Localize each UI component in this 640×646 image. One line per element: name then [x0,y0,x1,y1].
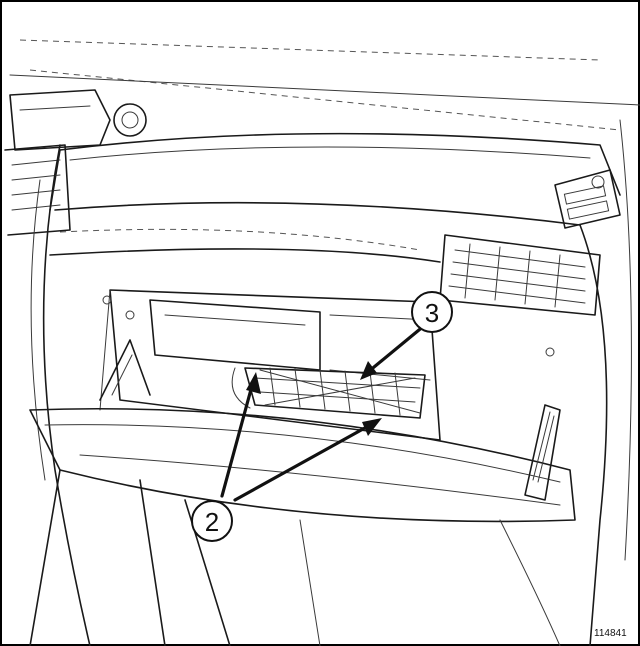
callout-3-label: 3 [425,298,439,328]
instrument-cluster [9,89,147,151]
centre-air-vent [439,234,601,316]
windscreen-edge [9,39,640,131]
right-hinge-strut [524,347,561,501]
callout-2: 2 [191,500,233,542]
callout-2-label: 2 [205,507,219,537]
callout-3-arrow [360,323,427,380]
switch-panel [554,169,621,229]
glovebox-lid [29,407,576,523]
left-air-vent [4,144,71,236]
lower-dashboard [29,469,561,646]
callout-3: 3 [411,291,453,333]
callout-2-arrow-left [220,372,261,498]
callout-2-arrow-right [233,418,382,502]
right-dash-edge [579,224,608,646]
dashboard-trim-strip [49,201,581,263]
left-door-edge [42,144,91,646]
left-hinge-strut [99,295,151,401]
reference-code: 114841 [594,628,627,639]
